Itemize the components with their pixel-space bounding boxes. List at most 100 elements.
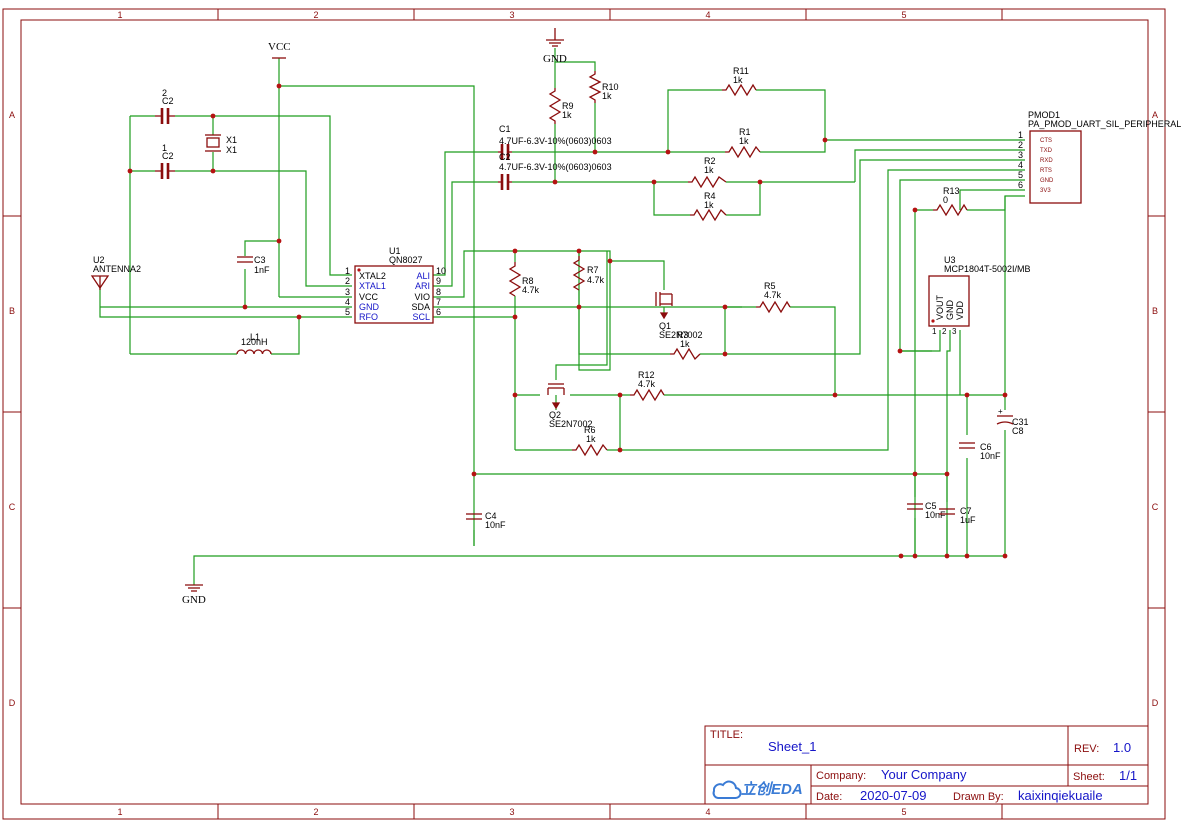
u3-pin-gnd: GND (945, 300, 955, 321)
row-label-c-right: C (1152, 502, 1159, 512)
u1-pin7-name: SDA (411, 302, 430, 312)
r6-value: 1k (586, 434, 596, 444)
c2b-ref: C2 (162, 151, 174, 161)
pmod-pin5-name: GND (1040, 178, 1054, 184)
r1-value: 1k (739, 136, 749, 146)
r12-value: 4.7k (638, 379, 656, 389)
pmod-pin4-name: RTS (1040, 168, 1052, 174)
u3-ref: U3 (944, 255, 956, 265)
u1-pin8-name: VIO (414, 292, 430, 302)
u3-pin-vout: VOUT (935, 294, 945, 320)
col-label-1: 1 (117, 10, 122, 20)
r13-value: 0 (943, 195, 948, 205)
col-label-4: 4 (705, 10, 710, 20)
resistor-r3: R3 1k (670, 330, 701, 361)
sheet-frame: 1 2 3 4 5 1 2 3 4 5 A B C D A B C D (2, 8, 1166, 820)
capacitor-c2-pin1: 1 C2 (155, 143, 175, 179)
u1-pin7-num: 7 (436, 297, 441, 307)
title-label: TITLE: (710, 729, 743, 741)
pmod-pin1-name: CTS (1040, 138, 1052, 144)
col-label-5-bottom: 5 (901, 807, 906, 817)
u1-value: QN8027 (389, 255, 423, 265)
r4-ref: R4 (704, 191, 716, 201)
u1-pin9-num: 9 (436, 276, 441, 286)
u3-pin1-num: 1 (932, 327, 937, 336)
c2-ref: C2 (499, 152, 511, 162)
c4-ref: C4 (485, 511, 497, 521)
c2b-pin: 1 (162, 143, 167, 153)
pmod-pin2-name: TXD (1040, 148, 1053, 154)
r1-ref: R1 (739, 127, 751, 137)
l1-value: 120nH (241, 337, 268, 347)
rev-value: 1.0 (1113, 740, 1131, 755)
resistor-r12: R12 4.7k (630, 370, 665, 402)
q2-ref: Q2 (549, 410, 561, 420)
pmod-pin6-name: 3V3 (1040, 188, 1051, 194)
resistor-r13: R13 0 (933, 186, 968, 217)
eda-logo-icon: 立创EDA (712, 780, 803, 799)
r5-ref: R5 (764, 281, 776, 291)
u1-ref: U1 (389, 246, 401, 256)
pmod-pin4-num: 4 (1018, 160, 1023, 170)
u1-pin10-num: 10 (436, 266, 446, 276)
resistor-r6: R6 1k (572, 425, 608, 457)
c2a-pin: 2 (162, 88, 167, 98)
r7-value: 4.7k (587, 275, 605, 285)
col-label-3: 3 (509, 10, 514, 20)
row-label-d: D (9, 698, 16, 708)
c3-ref: C3 (254, 255, 266, 265)
u3-pin-vdd: VDD (955, 300, 965, 320)
c31-plus-icon: + (998, 407, 1003, 416)
company-value: Your Company (881, 767, 967, 782)
gnd-top-label: GND (543, 53, 567, 65)
rev-label: REV: (1074, 743, 1099, 755)
u1-pin2-name: XTAL1 (359, 281, 386, 291)
row-label-b-right: B (1152, 306, 1158, 316)
c5-ref: C5 (925, 501, 937, 511)
u1-pin5-num: 5 (345, 307, 350, 317)
sheet-label: Sheet: (1073, 771, 1105, 783)
capacitor-c3: C3 1nF (237, 255, 270, 275)
r5-value: 4.7k (764, 290, 782, 300)
r4-value: 1k (704, 200, 714, 210)
pmod-pin3-name: RXD (1040, 158, 1053, 164)
r11-value: 1k (733, 75, 743, 85)
row-label-c: C (9, 502, 16, 512)
sheet-value: 1/1 (1119, 768, 1137, 783)
r13-ref: R13 (943, 186, 960, 196)
c4-value: 10nF (485, 520, 506, 530)
resistor-r11: R11 1k (722, 66, 757, 97)
x1-ref: X1 (226, 135, 237, 145)
ic-u3-regulator: U3 MCP1804T-5002I/MB VOUT GND VDD 1 2 3 (928, 255, 1031, 336)
r10-ref: R10 (602, 82, 619, 92)
r8-ref: R8 (522, 276, 534, 286)
capacitor-c5: C5 10nF (907, 501, 946, 520)
capacitor-c2-pin2: 2 C2 (155, 88, 175, 124)
r9-value: 1k (562, 110, 572, 120)
r8-value: 4.7k (522, 285, 540, 295)
r3-value: 1k (680, 339, 690, 349)
mosfet-q2: Q2 SE2N7002 (547, 383, 593, 429)
u1-pin9-name: ARI (415, 281, 430, 291)
col-label-2: 2 (313, 10, 318, 20)
u1-pin4-num: 4 (345, 297, 350, 307)
q1-value: SE2N7002 (659, 330, 703, 340)
capacitor-c1: C1 4.7UF-6.3V-10%(0603)0603 (498, 124, 612, 160)
resistor-r5: R5 4.7k (756, 281, 791, 314)
eda-logo-text: 立创EDA (741, 780, 803, 798)
c2a-ref: C2 (162, 96, 174, 106)
u3-pin2-num: 2 (942, 327, 947, 336)
capacitor-c4: C4 10nF (466, 511, 506, 530)
title-value: Sheet_1 (768, 739, 816, 754)
r2-ref: R2 (704, 156, 716, 166)
resistor-r2: R2 1k (688, 156, 727, 189)
drawn-label: Drawn By: (953, 791, 1004, 803)
row-label-a-right: A (1152, 110, 1158, 120)
c7-value: 1uF (960, 515, 976, 525)
junction-dots (127, 83, 1008, 559)
c1-value: 4.7UF-6.3V-10%(0603)0603 (499, 136, 612, 146)
wires (99, 48, 1025, 585)
ic-u1-qn8027: U1 QN8027 1 2 3 4 5 XTAL2 XTAL1 VCC GND … (345, 246, 446, 324)
title-block: TITLE: Sheet_1 REV: 1.0 Company: Your Co… (704, 725, 1149, 805)
